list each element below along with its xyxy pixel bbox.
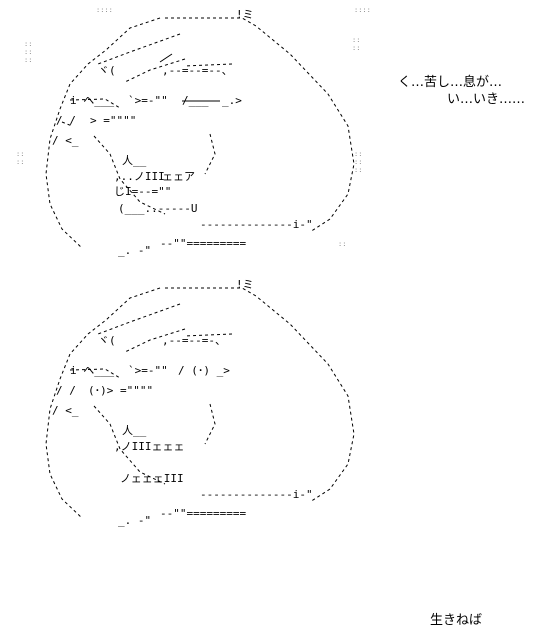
caption-must-live: 生きねば xyxy=(430,613,483,628)
svg-text:ヾ(: ヾ( xyxy=(98,334,116,347)
svg-text:,..ノIII: ,..ノIII xyxy=(114,170,165,183)
top-panel: ヾ( ,-‐=‐‐=‐‐、 i ヘ___ `>=-"" /___ _.> / /… xyxy=(0,0,546,270)
svg-text:!ミ: !ミ xyxy=(236,8,254,21)
svg-text:i ヘ___: i ヘ___ xyxy=(70,94,114,107)
svg-text:_. -": _. -" xyxy=(118,244,151,257)
caption-suffocating: く…苦し…息が… xyxy=(398,75,503,90)
decorative-dots: :: :: xyxy=(16,150,25,166)
svg-text:--------------i-": --------------i-" xyxy=(200,218,313,231)
svg-text:--""=========: --""========= xyxy=(160,237,246,250)
svg-text:ェェア: ェェア xyxy=(162,170,195,183)
decorative-dots: :: :: :: xyxy=(24,40,33,64)
svg-text:_.>: _.> xyxy=(222,94,242,107)
svg-text:/ <_: / <_ xyxy=(52,404,79,417)
svg-text:i ヘ___: i ヘ___ xyxy=(70,364,114,377)
decorative-dots: :: :: :: xyxy=(354,150,363,174)
svg-text:じI=‐‐="": じI=‐‐="" xyxy=(114,185,171,198)
svg-text:人__: 人__ xyxy=(122,424,147,437)
svg-text:`>=-"": `>=-"" xyxy=(128,364,168,377)
svg-text:--""=========: --""========= xyxy=(160,507,246,520)
svg-text:/ /: / / xyxy=(56,114,76,127)
svg-text:/ <_: / <_ xyxy=(52,134,79,147)
svg-text:!ミ: !ミ xyxy=(236,278,254,291)
decorative-dots: :: :: xyxy=(352,36,361,52)
svg-text:ノェェェIII: ノェェェIII xyxy=(120,472,184,485)
ascii-art-hand-grabbing-face-bottom: ヾ( ,-‐=‐‐=‐、 i ヘ___ `>=-"" / (･) _> / / … xyxy=(45,278,355,527)
svg-text:人__: 人__ xyxy=(122,154,147,167)
caption-breath: い…いき…… xyxy=(447,92,526,107)
decorative-dots: :::: xyxy=(354,6,371,14)
decorative-dots: :: xyxy=(338,240,347,248)
ascii-art-hand-grabbing-face-top: ヾ( ,-‐=‐‐=‐‐、 i ヘ___ `>=-"" /___ _.> / /… xyxy=(45,8,355,257)
svg-text:> ="""": > ="""" xyxy=(90,114,136,127)
svg-text:--------------i-": --------------i-" xyxy=(200,488,313,501)
svg-text:_. -": _. -" xyxy=(118,514,151,527)
svg-text:,-‐=‐‐=‐‐、: ,-‐=‐‐=‐‐、 xyxy=(162,64,233,77)
decorative-dots: :::: xyxy=(96,6,113,14)
svg-text:ヾ(: ヾ( xyxy=(98,64,116,77)
bottom-panel: ヾ( ,-‐=‐‐=‐、 i ヘ___ `>=-"" / (･) _> / / … xyxy=(0,270,546,628)
svg-text:,-‐=‐‐=‐、: ,-‐=‐‐=‐、 xyxy=(162,334,226,347)
svg-text:,ノIIIェェェ: ,ノIIIェェェ xyxy=(114,440,185,453)
svg-text:/ /: / / xyxy=(56,384,76,397)
svg-text:`>=-"": `>=-"" xyxy=(128,94,168,107)
svg-text:(___..-----U: (___..-----U xyxy=(118,202,197,215)
svg-text:(･)> ="""": (･)> ="""" xyxy=(88,384,153,397)
svg-text:/ (･) _>: / (･) _> xyxy=(178,364,230,377)
